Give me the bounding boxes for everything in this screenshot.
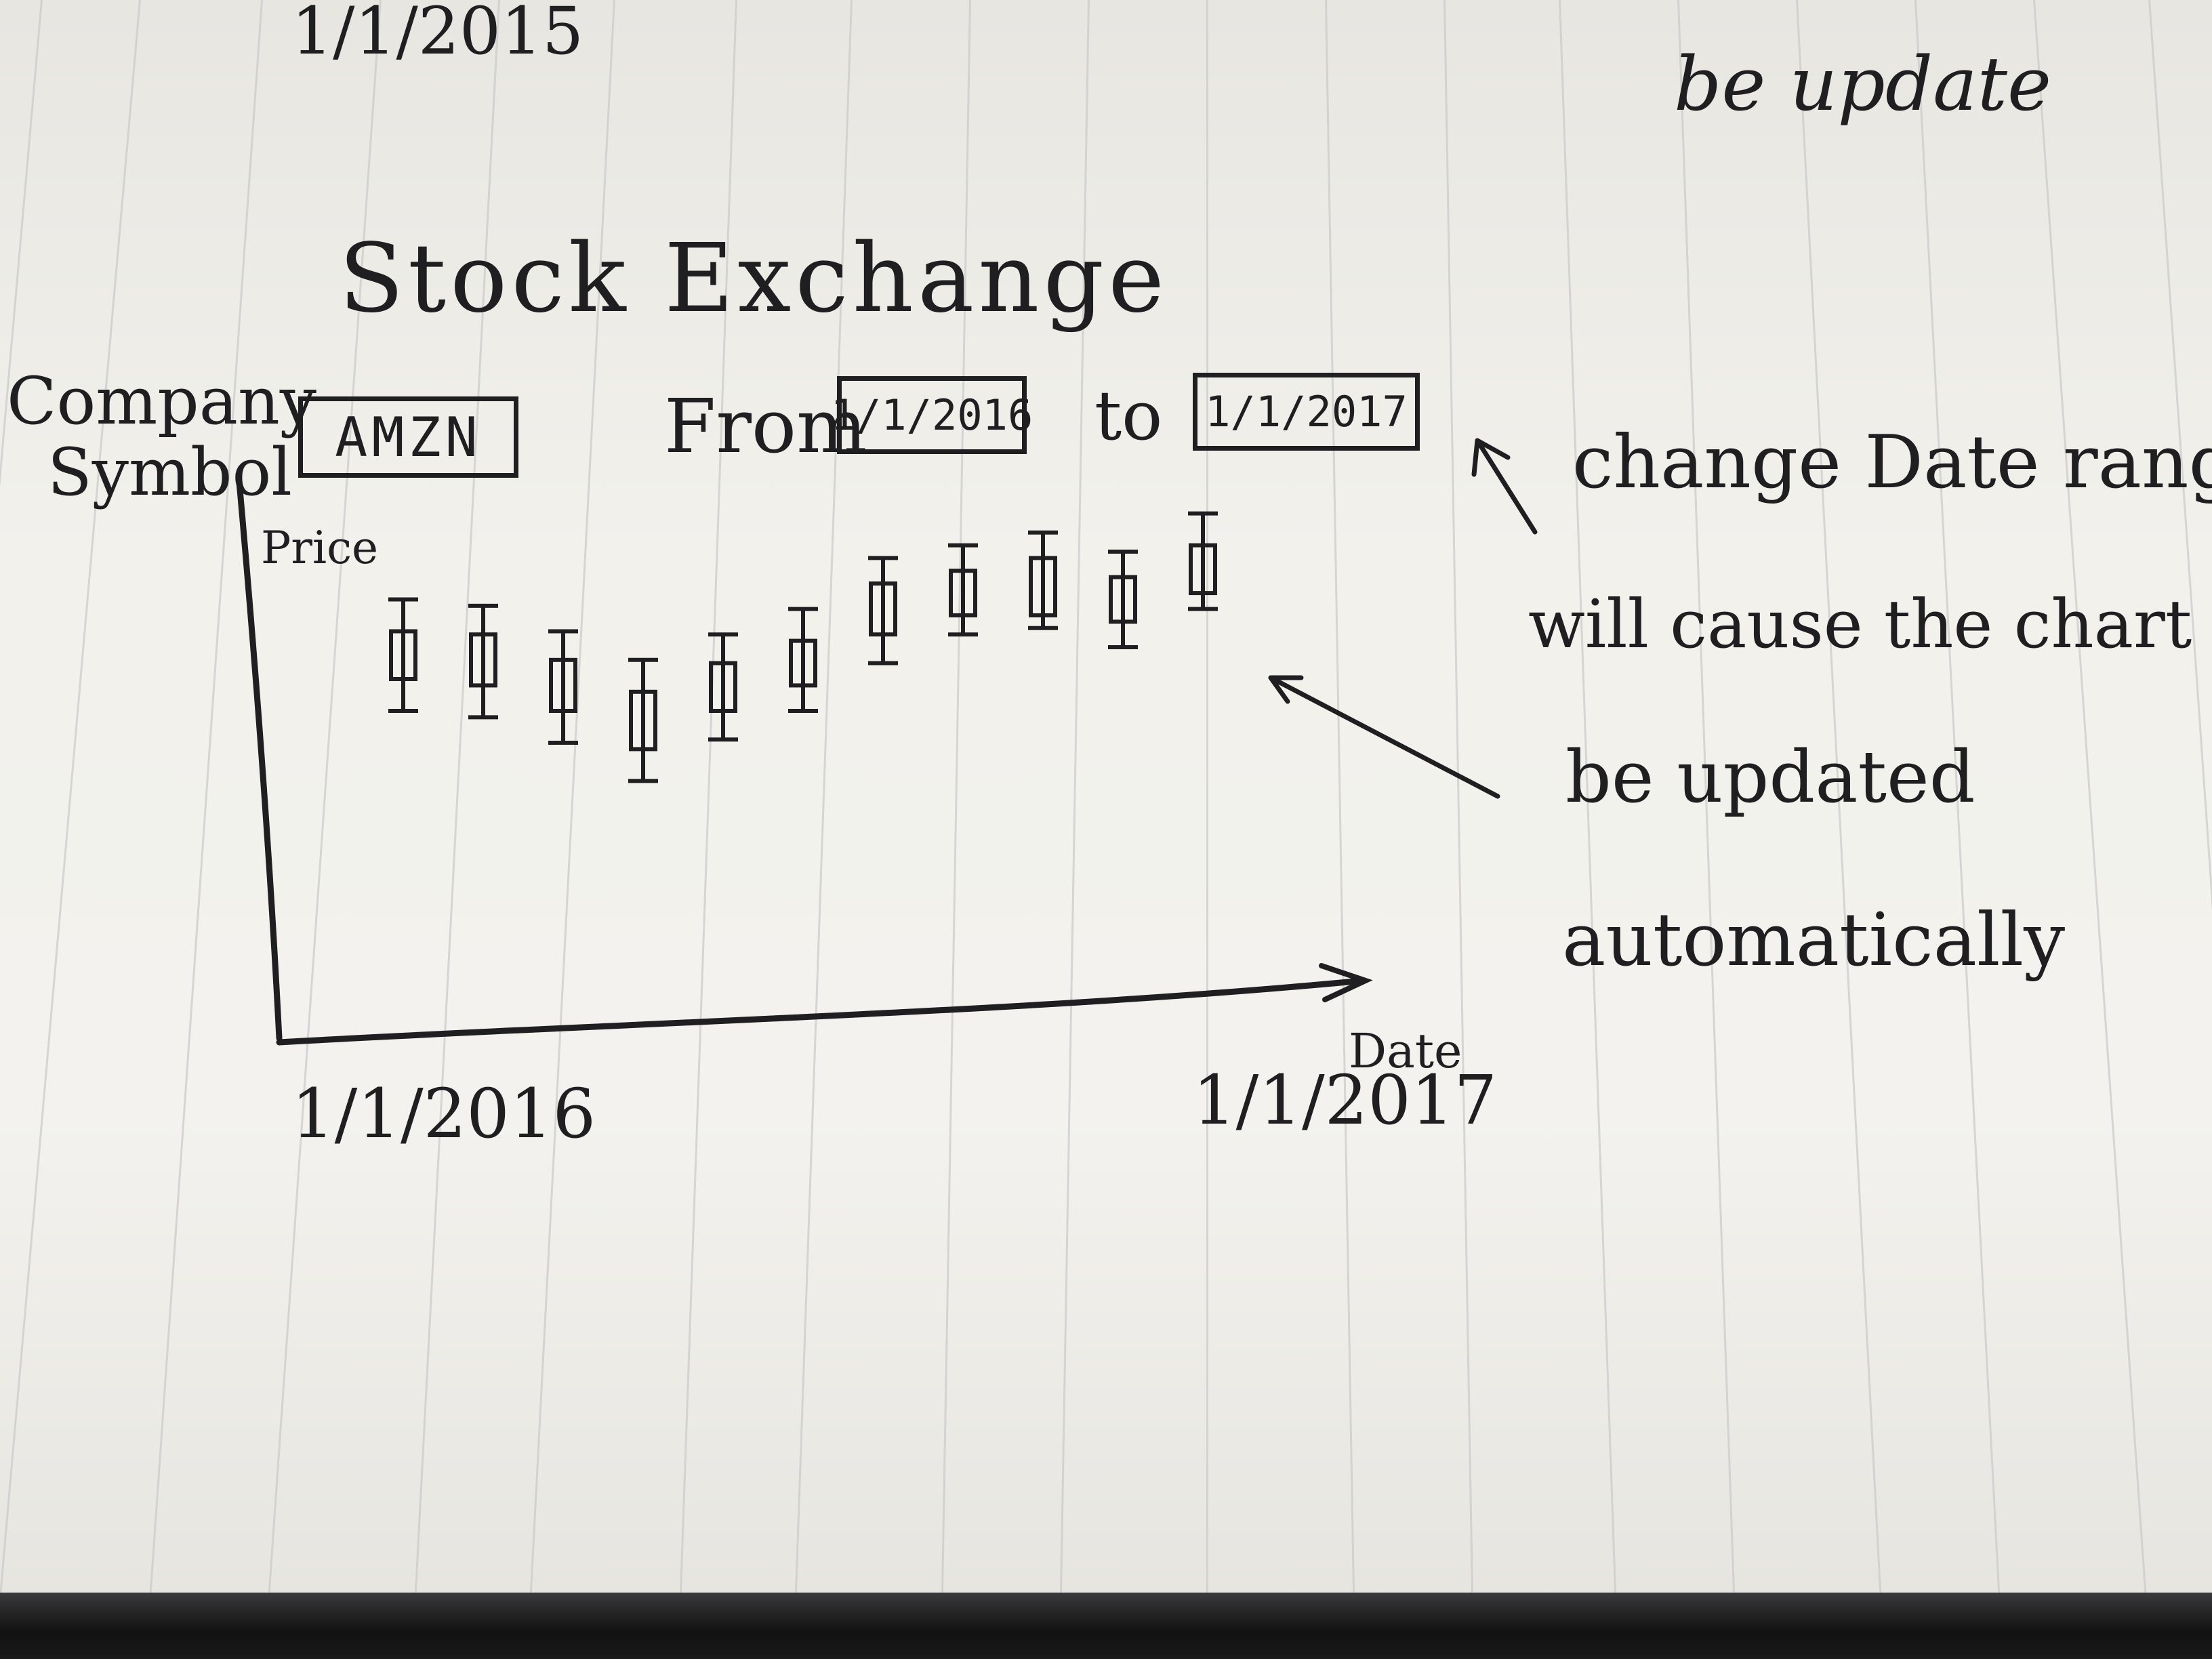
company-symbol-input[interactable]: AMZN (298, 396, 518, 478)
candle-body (789, 638, 817, 688)
chart-x-end-tick-label: 1/1/2017 (1193, 1061, 1498, 1140)
candle-body (549, 657, 577, 713)
top-right-note-fragment: be update (1674, 41, 2052, 127)
candle-10 (1108, 550, 1138, 649)
company-symbol-label: Company Symbol (7, 366, 316, 508)
chart-x-axis-label: Date (1349, 1023, 1462, 1079)
chart-x-start-tick-label: 1/1/2016 (291, 1074, 596, 1153)
candle-body (1189, 543, 1217, 596)
candle-6 (788, 607, 818, 713)
candle-4 (628, 657, 658, 783)
from-label: From (664, 383, 867, 470)
chart-x-axis-line (276, 978, 1359, 1046)
chart-x-axis-arrowhead (1319, 963, 1373, 1002)
chart-pointer-arrow (1268, 675, 1500, 799)
to-label: to (1094, 376, 1163, 455)
candlestick-chart (235, 438, 1538, 1046)
candle-body (629, 689, 657, 752)
candle-body (949, 569, 977, 618)
candle-body (469, 632, 497, 688)
notebook-page: 1/1/2015 be update Stock Exchange Compan… (0, 0, 2212, 1593)
candle-7 (868, 556, 898, 665)
chart-y-axis-label: Price (261, 522, 379, 574)
from-date-input[interactable]: 1/1/2016 (831, 376, 1033, 454)
to-date-input[interactable]: 1/1/2017 (1193, 373, 1420, 451)
candle-2 (468, 603, 498, 720)
candles-group (388, 511, 1218, 783)
chart-update-note-line2: be updated (1565, 735, 1975, 819)
candle-9 (1028, 530, 1058, 630)
desk-edge (0, 1593, 2212, 1659)
candle-body (869, 581, 897, 637)
company-symbol-label-line2: Symbol (47, 434, 292, 510)
chart-update-note-line3: automatically (1562, 898, 2066, 983)
candle-1 (388, 597, 418, 713)
candle-body (709, 661, 737, 713)
company-symbol-label-line1: Company (7, 363, 317, 439)
top-left-date-fragment: 1/1/2015 (291, 0, 584, 69)
candle-3 (548, 629, 578, 745)
chart-y-axis-line (235, 471, 283, 1042)
date-range-note: change Date range (1572, 420, 2212, 505)
date-range-pointer-arrow (1471, 438, 1538, 535)
candle-body (1109, 575, 1137, 624)
candle-5 (708, 632, 738, 742)
candle-11 (1188, 511, 1218, 611)
candle-body (1029, 556, 1057, 618)
chart-update-note-line1: will cause the chart (1528, 586, 2192, 663)
candle-body (389, 629, 417, 681)
candle-8 (948, 543, 978, 637)
page-title: Stock Exchange (339, 224, 1169, 334)
